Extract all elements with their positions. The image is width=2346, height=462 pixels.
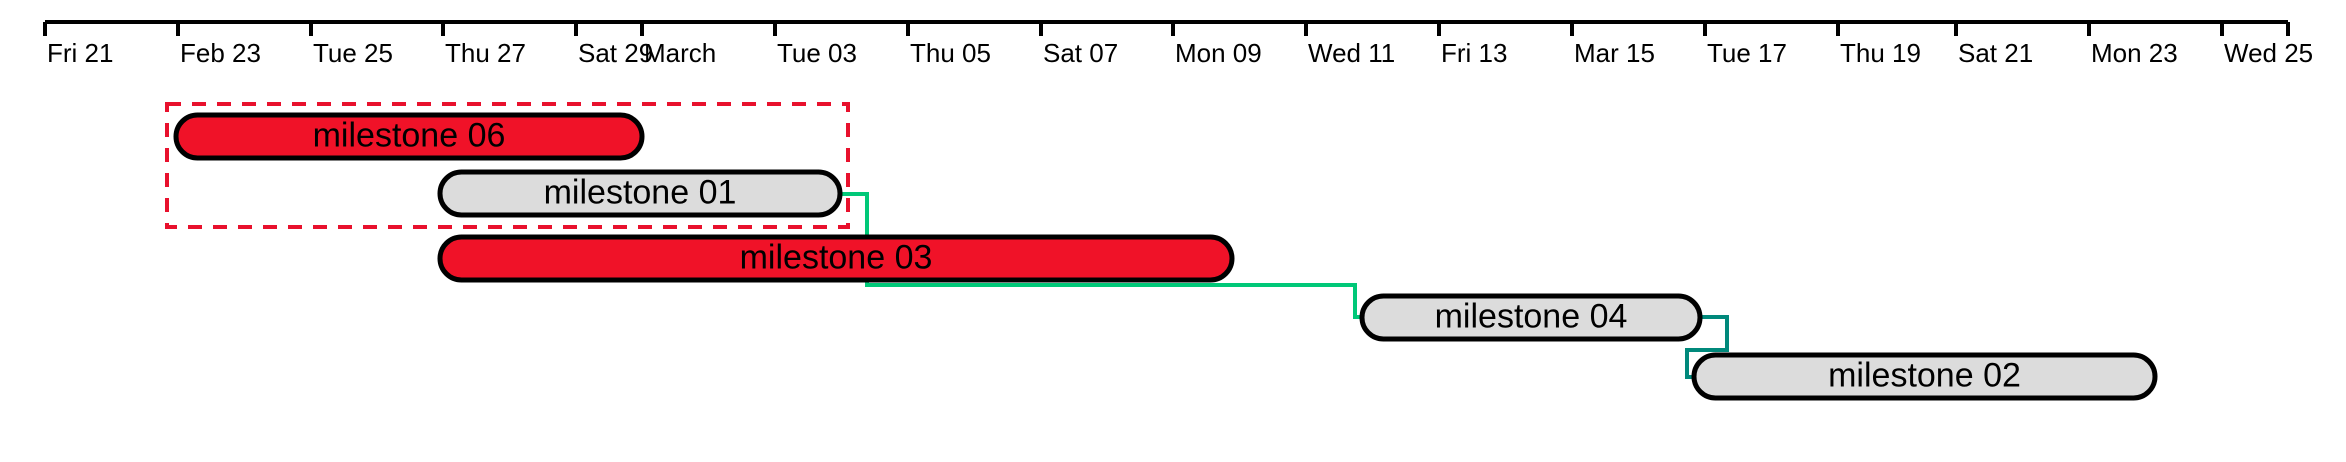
axis-tick-label: Wed 11 xyxy=(1308,38,1395,68)
task-bar-shape[interactable] xyxy=(173,112,645,161)
axis-tick-label: Fri 21 xyxy=(47,38,113,68)
axis-tick-label: Tue 17 xyxy=(1707,38,1787,68)
task-bar-label: milestone 06 xyxy=(313,116,506,154)
axis-tick-label: Tue 25 xyxy=(313,38,393,68)
task-bar-shape[interactable] xyxy=(1691,352,2158,401)
axis-tick-label: Feb 23 xyxy=(180,38,261,68)
dependency-link-1 xyxy=(1685,315,1729,379)
task-bar-milestone-03[interactable]: milestone 03 xyxy=(437,234,1235,283)
axis-tick-label: Fri 13 xyxy=(1441,38,1507,68)
axis-tick-label: Sat 29 xyxy=(578,38,653,68)
task-bar-shape[interactable] xyxy=(437,234,1235,283)
task-bar-milestone-01[interactable]: milestone 01 xyxy=(437,169,843,218)
axis-tick-label: Sat 07 xyxy=(1043,38,1118,68)
task-bar-label: milestone 04 xyxy=(1435,297,1628,335)
axis-tick-label: Mon 09 xyxy=(1175,38,1262,68)
axis-tick-label: March xyxy=(644,38,716,68)
axis-tick-label: Tue 03 xyxy=(777,38,857,68)
task-bar-shape[interactable] xyxy=(437,169,843,218)
task-bar-shape[interactable] xyxy=(1359,293,1703,342)
axis-tick-label: Sat 21 xyxy=(1958,38,2033,68)
task-bar-milestone-04[interactable]: milestone 04 xyxy=(1359,293,1703,342)
axis-tick-label: Thu 19 xyxy=(1840,38,1921,68)
task-bar-label: milestone 03 xyxy=(740,238,933,276)
axis-tick-label: Mar 15 xyxy=(1574,38,1655,68)
task-bar-label: milestone 01 xyxy=(544,173,737,211)
axis-tick-label: Thu 27 xyxy=(445,38,526,68)
axis-tick-label: Thu 05 xyxy=(910,38,991,68)
task-bar-label: milestone 02 xyxy=(1828,356,2021,394)
dependency-link-0 xyxy=(840,192,1362,319)
dependency-links xyxy=(840,192,1729,379)
axis-tick-label: Wed 25 xyxy=(2224,38,2313,68)
task-bar-milestone-02[interactable]: milestone 02 xyxy=(1691,352,2158,401)
axis-tick-label: Mon 23 xyxy=(2091,38,2178,68)
task-bar-milestone-06[interactable]: milestone 06 xyxy=(173,112,645,161)
